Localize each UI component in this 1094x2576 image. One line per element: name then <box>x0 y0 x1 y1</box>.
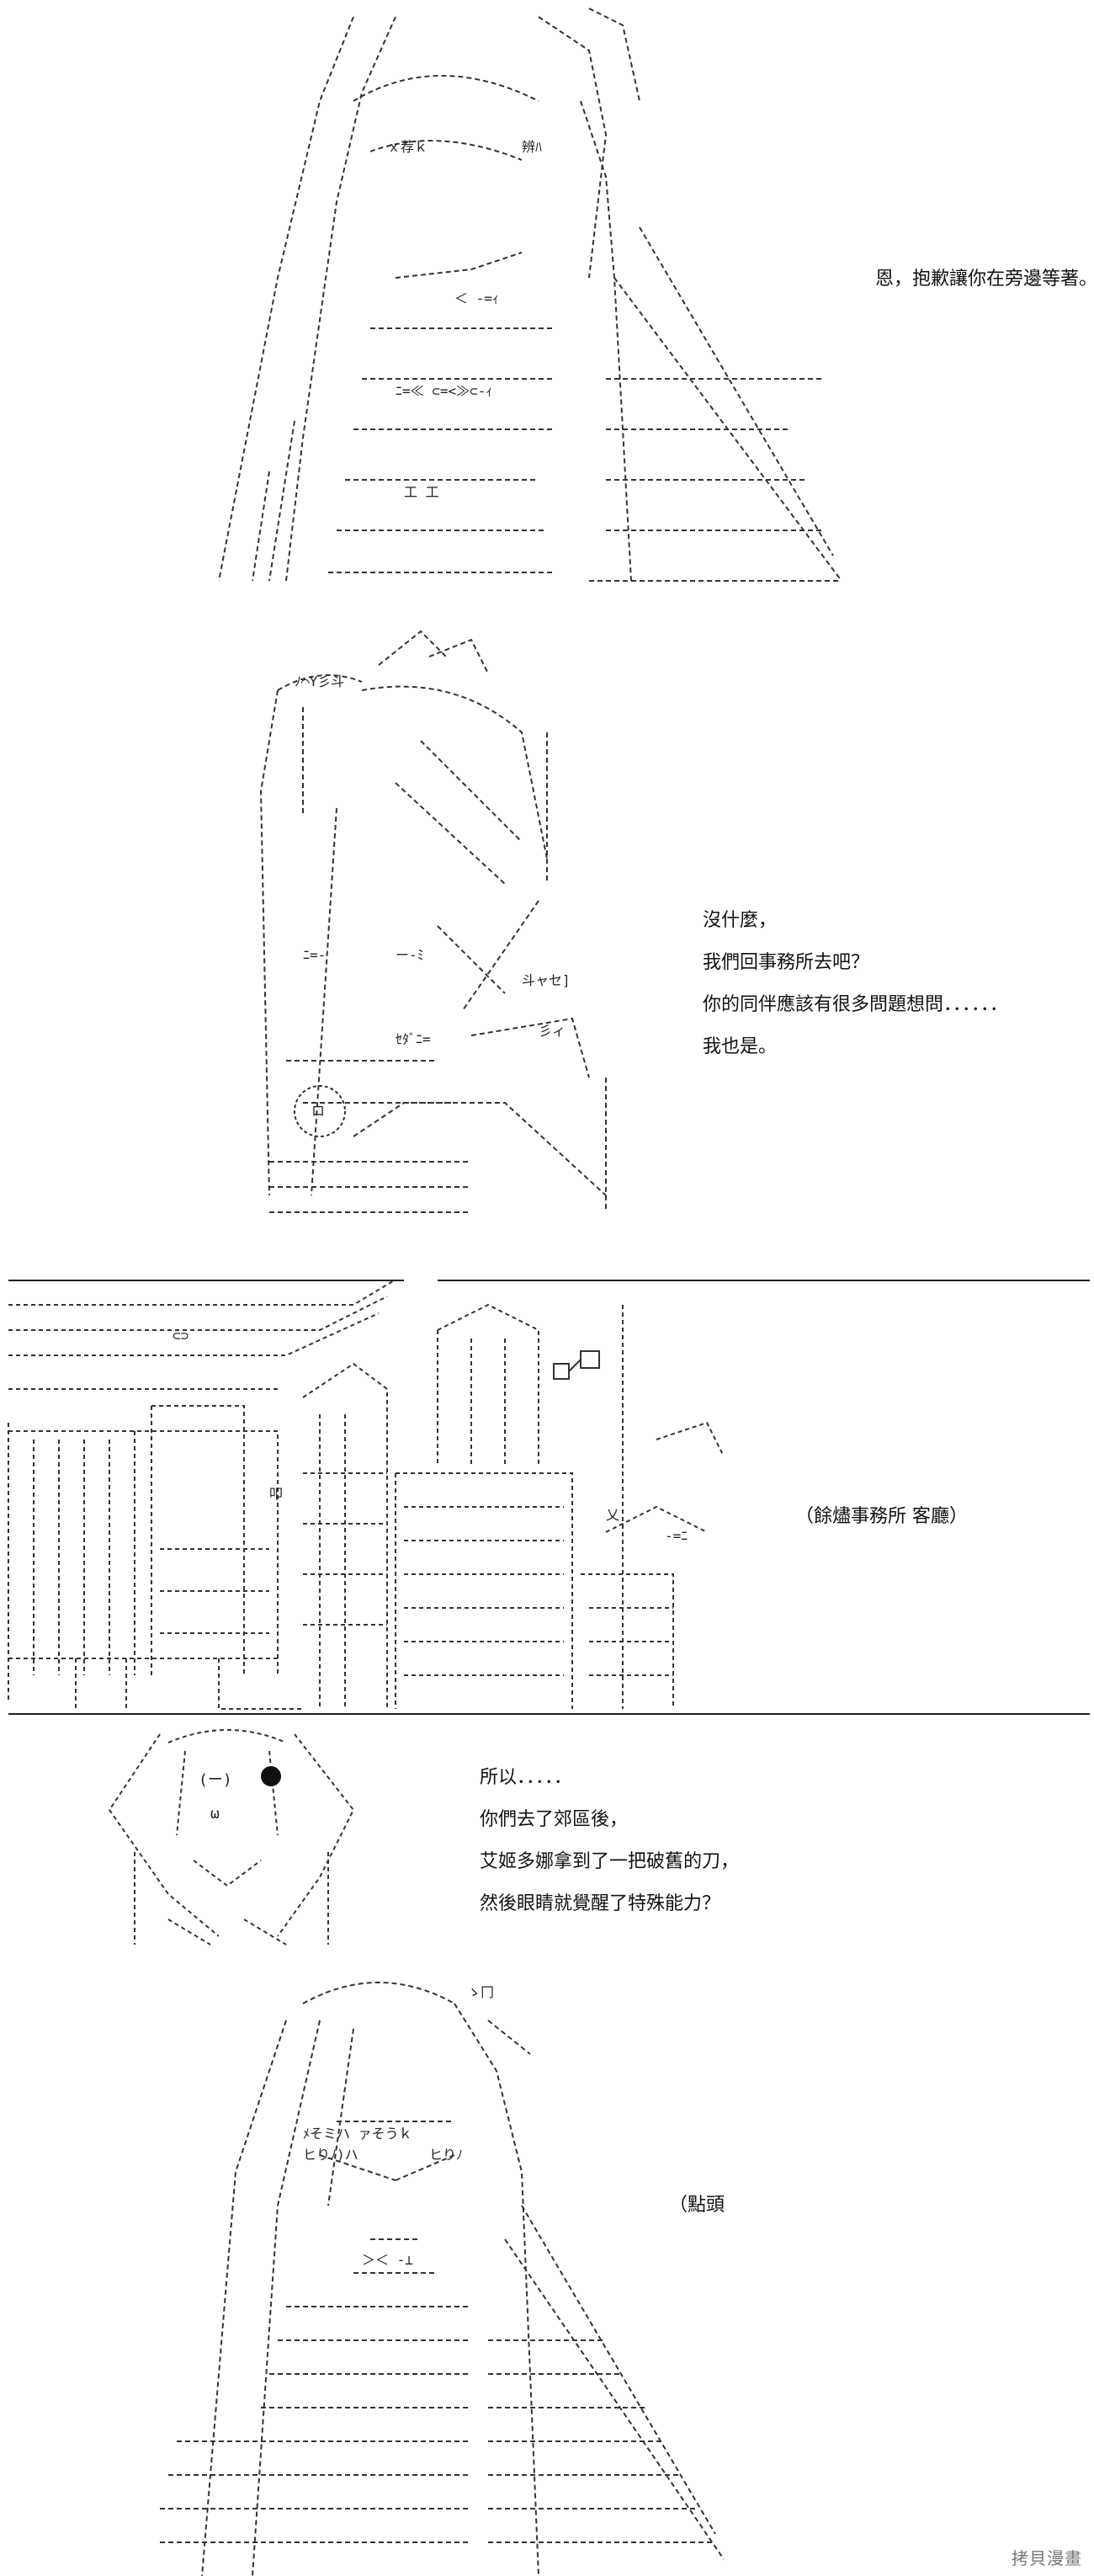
ascii-art-girl-2: ﾉ⌒Y彡斗 ﾆ=- ー‐ﾐ 斗ャセ] 彡ィ ロ ｾﾀﾞﾆ= <box>259 630 607 1213</box>
svg-text:乂: 乂 <box>606 1507 619 1523</box>
ascii-art-cityscape: ⊂⊃ 叩 乂 ‐=ﾆ <box>8 1279 725 1710</box>
panel-1: ｘ荐ｋ 辨ﾊ ＜ -=ｨ ﾆ=≪ ⊂=<≫⊂-ｨ 工 工 恩，抱歉讓你在旁邊等著… <box>0 0 1094 589</box>
svg-text:ω: ω <box>210 1805 220 1823</box>
caption: 我也是。 <box>703 1036 778 1057</box>
panel-4: (ー) ω 所以．．．．． 你們去了郊區後， 艾姬多娜拿到了一把破舊的刀， 然後… <box>0 1726 1094 1953</box>
caption: 恩，抱歉讓你在旁邊等著。 <box>875 269 1094 290</box>
svg-text:ﾆ=≪ ⊂=<≫⊂-ｨ: ﾆ=≪ ⊂=<≫⊂-ｨ <box>396 383 492 399</box>
svg-text:工 工: 工 工 <box>404 484 439 500</box>
svg-text:＞＜ -⊥: ＞＜ -⊥ <box>362 2252 413 2268</box>
caption: 所以．．．．． <box>480 1767 573 1788</box>
svg-text:‐=ﾆ: ‐=ﾆ <box>665 1528 688 1544</box>
ascii-art-girl-3: ゝ冂 ﾒそミハ ァそうｋ ヒりﾉ)ハ ヒりﾉ ＞＜ -⊥ <box>160 1982 725 2576</box>
caption: 沒什麼， <box>703 910 778 931</box>
svg-text:ゝ冂: ゝ冂 <box>467 1984 494 2000</box>
svg-text:ﾆ=-: ﾆ=- <box>303 947 326 963</box>
svg-text:(ー): (ー) <box>199 1771 232 1789</box>
panel-3: ⊂⊃ 叩 乂 ‐=ﾆ （餘燼事務所 客廳） <box>0 1254 1094 1726</box>
panel-border-top <box>438 1280 1090 1281</box>
panel-border-bottom <box>404 1713 1090 1715</box>
svg-text:叩: 叩 <box>269 1486 283 1502</box>
caption: （餘燼事務所 客廳） <box>795 1506 968 1527</box>
panel-2: ﾉ⌒Y彡斗 ﾆ=- ー‐ﾐ 斗ャセ] 彡ィ ロ ｾﾀﾞﾆ= 沒什麼， 我們回事務… <box>0 606 1094 1237</box>
svg-text:彡ィ: 彡ィ <box>539 1023 566 1039</box>
svg-text:ｾﾀﾞﾆ=: ｾﾀﾞﾆ= <box>396 1031 431 1047</box>
svg-text:ｘ荐ｋ: ｘ荐ｋ <box>387 139 428 155</box>
svg-text:ﾒそミハ ァそうｋ: ﾒそミハ ァそうｋ <box>303 2126 412 2142</box>
svg-text:⊂⊃: ⊂⊃ <box>173 1328 189 1344</box>
panel-5: ゝ冂 ﾒそミハ ァそうｋ ヒりﾉ)ハ ヒりﾉ ＞＜ -⊥ （點頭 <box>0 1953 1094 2576</box>
svg-text:ﾉ⌒Y彡斗: ﾉ⌒Y彡斗 <box>295 673 344 689</box>
caption: 我們回事務所去吧？ <box>703 952 870 973</box>
panel-border-top <box>8 1280 404 1281</box>
caption: 艾姬多娜拿到了一把破舊的刀， <box>480 1851 740 1872</box>
svg-text:辨ﾊ: 辨ﾊ <box>522 139 542 155</box>
caption: 然後眼睛就覺醒了特殊能力？ <box>480 1893 721 1914</box>
svg-text:ヒりﾉ)ハ: ヒりﾉ)ハ <box>303 2147 358 2163</box>
svg-text:ヒりﾉ: ヒりﾉ <box>429 2147 463 2163</box>
watermark: 拷貝漫畫 <box>1012 2548 1082 2568</box>
svg-text:斗ャセ]: 斗ャセ] <box>522 972 571 988</box>
caption: 你的同伴應該有很多問題想問．．．．．． <box>703 994 1009 1015</box>
caption: （點頭 <box>669 2195 725 2216</box>
ascii-art-chibi: (ー) ω <box>108 1729 355 1945</box>
caption: 你們去了郊區後， <box>480 1809 629 1830</box>
svg-text:＜ -=ｨ: ＜ -=ｨ <box>454 290 499 306</box>
panel-border-bottom <box>8 1713 404 1715</box>
svg-text:ロ: ロ <box>311 1103 325 1119</box>
svg-text:ー‐ﾐ: ー‐ﾐ <box>396 947 424 963</box>
ascii-art-girl-1: ｘ荐ｋ 辨ﾊ ＜ -=ｨ ﾆ=≪ ⊂=<≫⊂-ｨ 工 工 <box>218 8 842 582</box>
